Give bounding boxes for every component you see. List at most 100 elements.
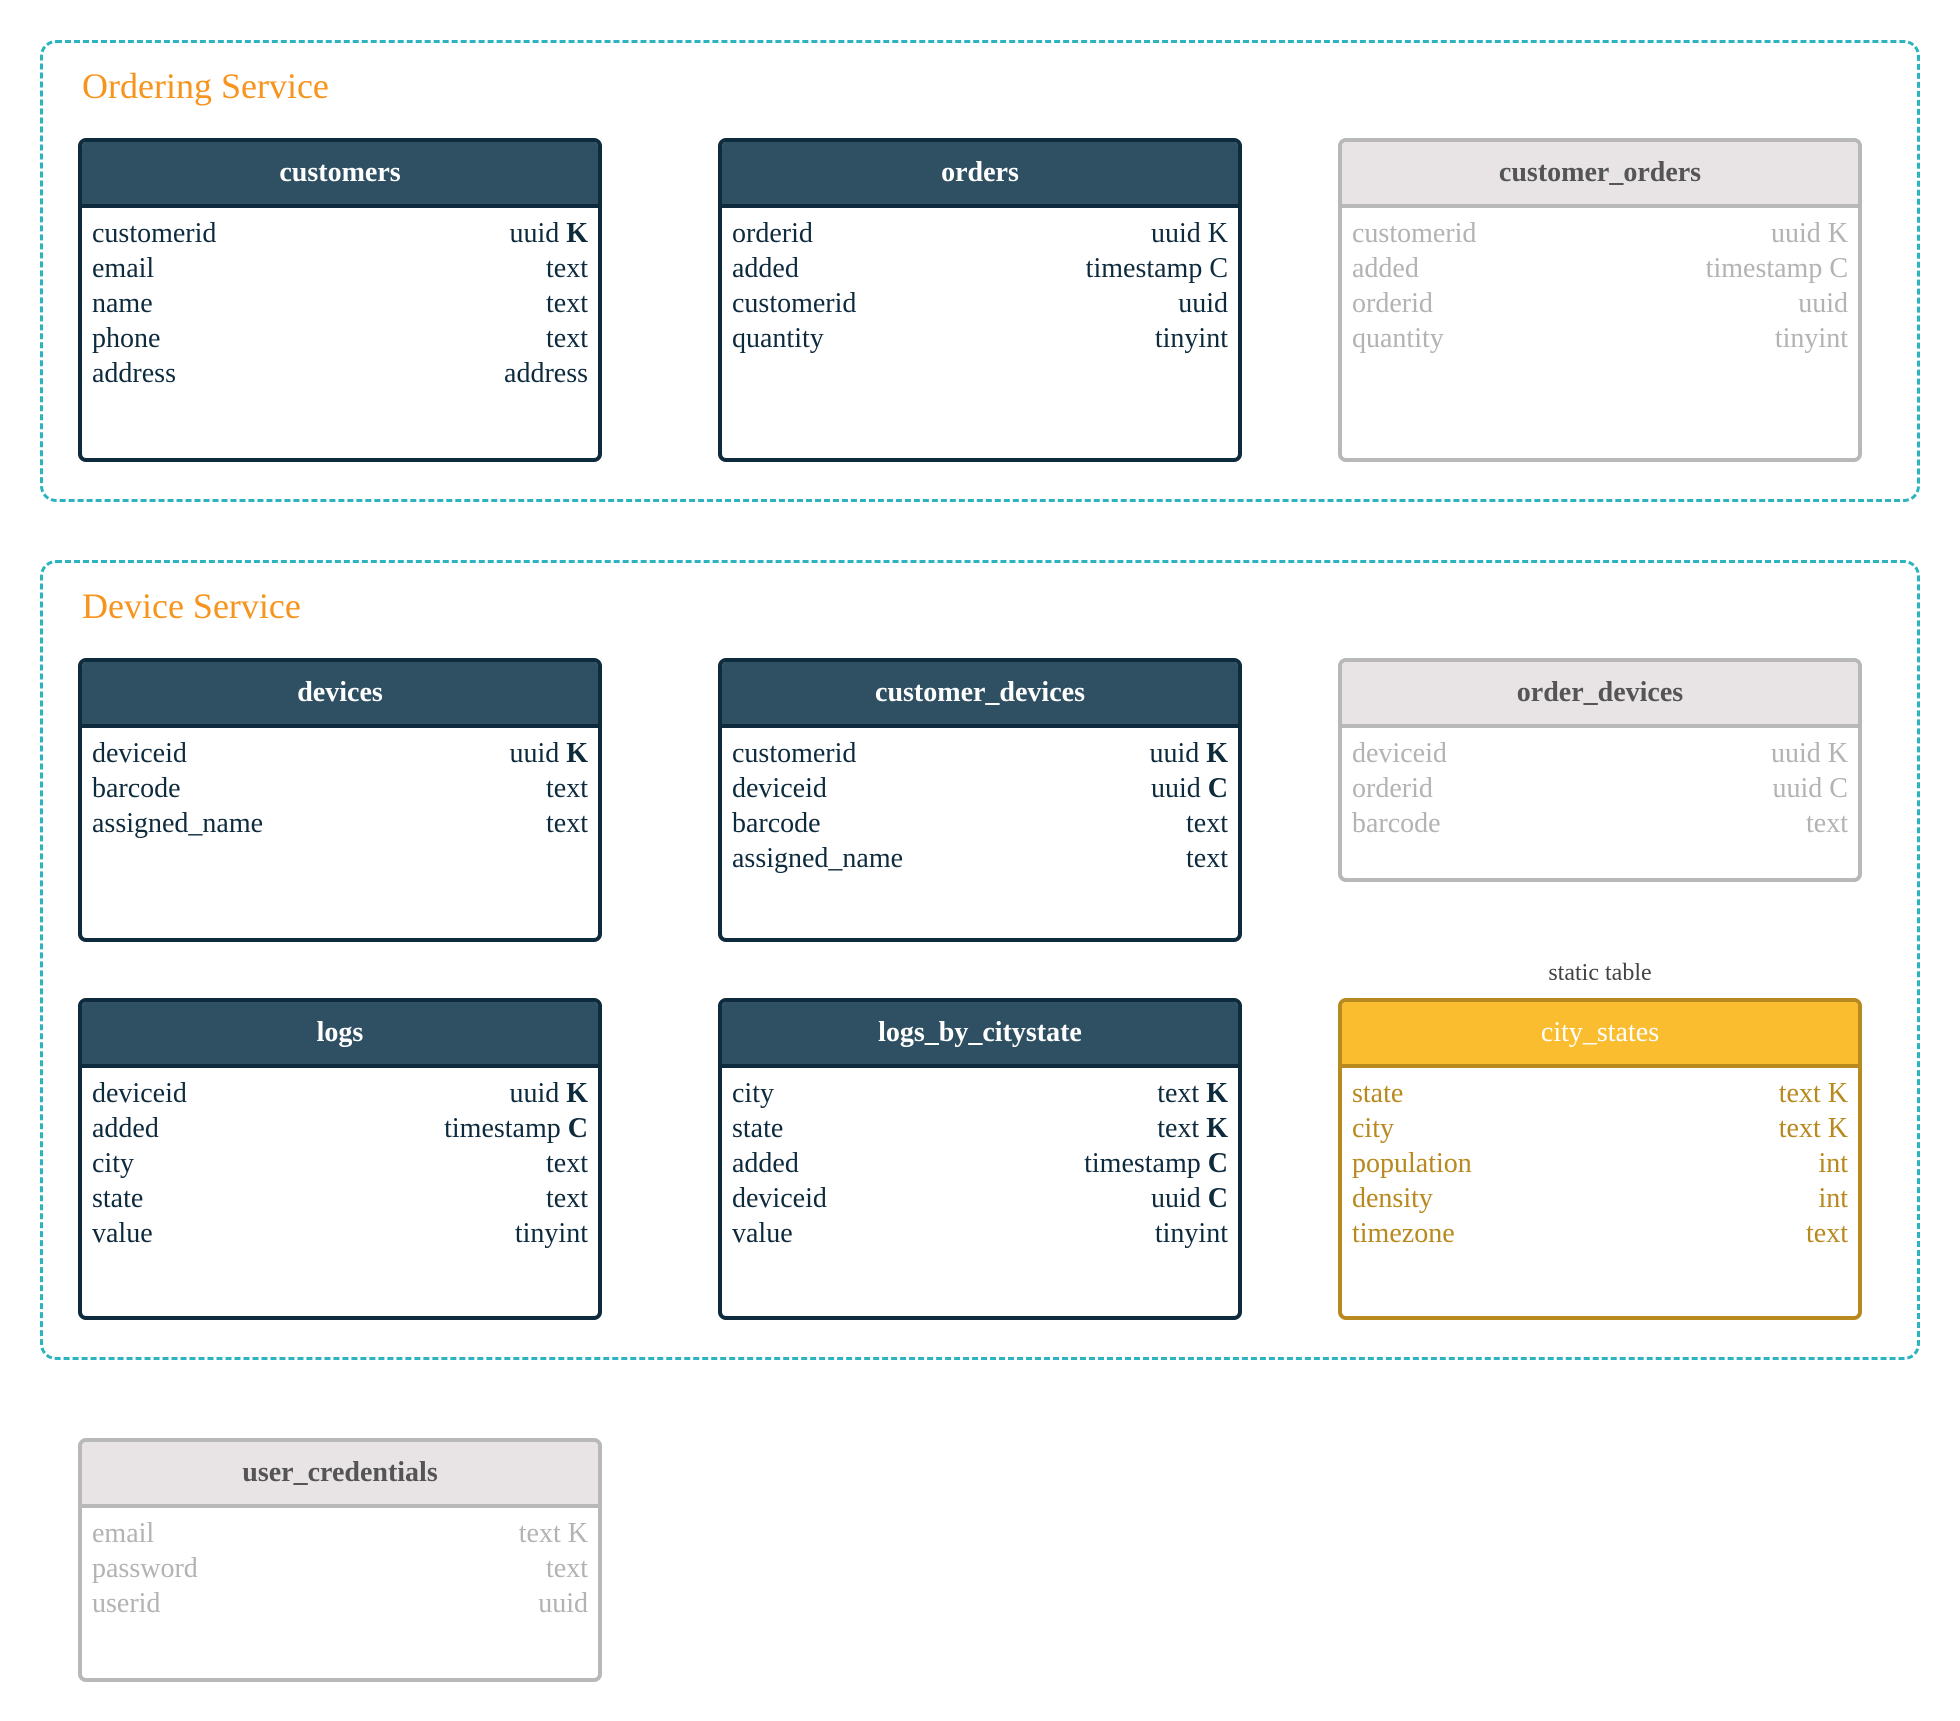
column-type: text K	[1157, 1076, 1228, 1111]
column-name: barcode	[732, 808, 821, 839]
column-type-label: timestamp	[1084, 1148, 1201, 1179]
column-type-label: timestamp C	[1085, 253, 1228, 284]
column-key-badge: K	[1206, 1113, 1228, 1144]
column-name: population	[1352, 1148, 1472, 1179]
column-type-label: tinyint	[1774, 323, 1848, 354]
column-row: orderid uuid	[1352, 286, 1848, 321]
column-type: tinyint	[1155, 321, 1228, 356]
column-name: orderid	[1352, 288, 1433, 319]
column-type: tinyint	[515, 1216, 588, 1251]
column-name: customerid	[732, 738, 857, 769]
column-name: state	[1352, 1078, 1404, 1109]
column-type: address	[504, 356, 588, 391]
column-type-label: uuid	[1149, 738, 1200, 769]
column-type-label: text	[546, 323, 588, 354]
column-name: deviceid	[92, 738, 187, 769]
column-type-label: uuid	[1178, 288, 1228, 319]
column-type: text	[1806, 806, 1848, 841]
column-type-label: uuid	[1150, 773, 1201, 804]
column-name: added	[732, 1148, 799, 1179]
column-key-badge: C	[1207, 773, 1228, 804]
column-row: value tinyint	[92, 1216, 588, 1251]
column-type-label: tinyint	[514, 1218, 588, 1249]
column-type-label: text K	[1778, 1113, 1848, 1144]
column-type-label: text	[1806, 1218, 1848, 1249]
column-type: text	[546, 1181, 588, 1216]
column-name: density	[1352, 1183, 1433, 1214]
column-type: uuid C	[1773, 771, 1848, 806]
column-type: uuid	[1178, 286, 1228, 321]
column-name: timezone	[1352, 1218, 1455, 1249]
column-name: orderid	[732, 218, 813, 249]
column-name: email	[92, 253, 155, 284]
column-key-badge: K	[1206, 738, 1228, 769]
table-header: orders	[722, 142, 1238, 208]
column-type-label: timestamp C	[1705, 253, 1848, 284]
column-type-label: uuid	[509, 218, 560, 249]
column-name: phone	[92, 323, 161, 354]
column-name: value	[92, 1218, 153, 1249]
column-type: uuid K	[1151, 216, 1228, 251]
column-type-label: uuid	[509, 738, 560, 769]
column-type-label: uuid	[1798, 288, 1848, 319]
column-type: uuid K	[509, 1076, 588, 1111]
column-type-label: timestamp	[444, 1113, 561, 1144]
column-type-label: text K	[518, 1518, 588, 1549]
column-type-label: int	[1818, 1183, 1848, 1214]
column-type: text	[546, 251, 588, 286]
column-type-label: uuid	[1150, 1183, 1201, 1214]
column-name: name	[92, 288, 153, 319]
table-header: customer_orders	[1342, 142, 1858, 208]
table-header: city_states	[1342, 1002, 1858, 1068]
column-type: uuid K	[509, 736, 588, 771]
column-row: state text K	[1352, 1076, 1848, 1111]
column-type: int	[1818, 1181, 1848, 1216]
column-type-label: text	[546, 288, 588, 319]
column-type: timestamp C	[444, 1111, 588, 1146]
column-name: added	[92, 1113, 159, 1144]
column-type: text K	[1779, 1076, 1848, 1111]
column-type-label: uuid K	[1771, 218, 1848, 249]
column-type: text	[546, 321, 588, 356]
column-row: deviceid uuid K	[92, 736, 588, 771]
column-type: uuid C	[1151, 1181, 1228, 1216]
table-header: order_devices	[1342, 662, 1858, 728]
column-row: orderid uuid K	[732, 216, 1228, 251]
static-table-note: static table	[1548, 960, 1652, 986]
column-type-label: text	[546, 1183, 588, 1214]
column-type-label: tinyint	[1154, 323, 1228, 354]
column-type: text	[546, 1551, 588, 1586]
column-row: timezone text	[1352, 1216, 1848, 1251]
column-key-badge: K	[566, 738, 588, 769]
column-type: uuid K	[509, 216, 588, 251]
